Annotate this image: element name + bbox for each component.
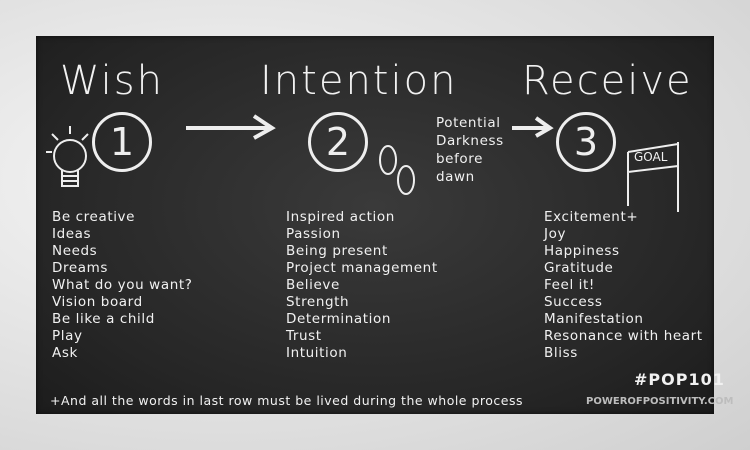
hashtag: #POP101 <box>634 370 725 389</box>
stage-title-receive: Receive <box>522 58 693 104</box>
list-item: Trust <box>286 328 322 344</box>
step-circle-2: 2 <box>308 112 368 172</box>
list-item: Dreams <box>52 260 109 276</box>
list-item: Being present <box>286 243 388 259</box>
list-item: Success <box>544 294 603 310</box>
list-item: Believe <box>286 277 340 293</box>
list-item: Manifestation <box>544 311 644 327</box>
goal-post-icon <box>627 142 679 212</box>
transition-line: Potential <box>436 115 501 131</box>
list-item: Strength <box>286 294 350 310</box>
transition-line: before <box>436 151 484 167</box>
list-item: Vision board <box>52 294 143 310</box>
chalkboard: Wish Intention Receive 1 2 3 GOAL Potent… <box>36 36 733 414</box>
footer-note: +And all the words in last row must be l… <box>50 393 524 408</box>
lightbulb-icon <box>46 126 89 187</box>
list-item: Ideas <box>52 226 92 242</box>
transition-line: Darkness <box>436 133 504 149</box>
list-item: Needs <box>52 243 98 259</box>
transition-line: dawn <box>436 169 475 185</box>
list-item: Be like a child <box>52 311 155 327</box>
list-item: Determination <box>286 311 392 327</box>
site-watermark: POWEROFPOSITIVITY.COM <box>586 396 734 407</box>
footprints-icon <box>379 145 415 195</box>
list-item: Joy <box>544 226 567 242</box>
list-item: Intuition <box>286 345 348 361</box>
list-item: Happiness <box>544 243 620 259</box>
list-item: Passion <box>286 226 341 242</box>
goal-label: GOAL <box>634 150 668 164</box>
step-circle-3: 3 <box>556 112 616 172</box>
transition-text: Potential Darkness before dawn <box>436 114 504 186</box>
list-item: Play <box>52 328 83 344</box>
list-item: Inspired action <box>286 209 395 225</box>
list-item: Feel it! <box>544 277 595 293</box>
list-item: What do you want? <box>52 277 193 293</box>
list-item: Excitement+ <box>544 209 639 225</box>
list-item: Bliss <box>544 345 578 361</box>
stage-title-intention: Intention <box>260 58 458 104</box>
step-circle-1: 1 <box>92 112 152 172</box>
arrow-icon <box>186 114 276 140</box>
list-item: Project management <box>286 260 438 276</box>
arrow-icon <box>512 116 554 138</box>
list-item: Gratitude <box>544 260 614 276</box>
list-item: Resonance with heart <box>544 328 703 344</box>
list-item: Be creative <box>52 209 136 225</box>
stage-title-wish: Wish <box>60 58 164 104</box>
list-item: Ask <box>52 345 78 361</box>
